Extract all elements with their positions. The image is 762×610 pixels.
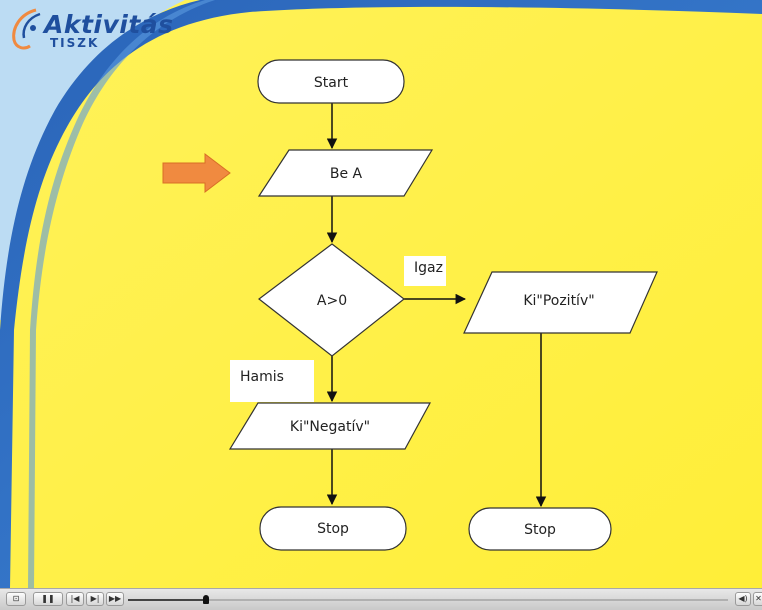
fast-forward-icon: ▶▶ — [108, 594, 122, 603]
seek-bar[interactable] — [128, 599, 728, 601]
speaker-icon: ◀) — [738, 594, 748, 603]
stop-right-text: Stop — [524, 522, 556, 538]
close-button[interactable]: ✕ — [753, 592, 762, 606]
pause-button[interactable]: ❚❚ — [33, 592, 63, 606]
output-negative — [228, 402, 432, 450]
output-positive — [463, 271, 658, 334]
fast-forward-button[interactable]: ▶▶ — [106, 592, 124, 606]
false-edge-label: Hamis — [240, 369, 284, 385]
volume-button[interactable]: ◀) — [735, 592, 751, 606]
step-forward-icon: ▶| — [90, 594, 100, 603]
start-text: Start — [314, 75, 349, 91]
close-icon: ✕ — [755, 594, 762, 603]
slide: Start Be A A>0 Ki"Pozitív" Ki"Negatív" S… — [0, 0, 762, 588]
skip-start-icon: |◀ — [70, 594, 80, 603]
output-negative-text: Ki"Negatív" — [290, 419, 370, 435]
logo-brand: Aktivitás — [44, 10, 174, 39]
exit-icon: ⊡ — [12, 594, 20, 603]
stop-left-text: Stop — [317, 521, 349, 537]
output-positive-text: Ki"Pozitív" — [523, 293, 594, 309]
seek-bar-thumb[interactable] — [203, 595, 209, 604]
next-slide-button[interactable]: ▶| — [86, 592, 104, 606]
condition-text: A>0 — [317, 293, 347, 309]
logo-swirl-icon — [12, 8, 41, 50]
condition-diamond — [258, 243, 405, 357]
stop-terminal-left — [259, 506, 407, 551]
input-text: Be A — [330, 166, 363, 182]
false-edge-label-box: Hamis — [230, 360, 314, 402]
corner-light-blue — [0, 0, 185, 320]
slide-canvas: Start Be A A>0 Ki"Pozitív" Ki"Negatív" S… — [0, 0, 762, 588]
start-terminal — [257, 59, 405, 104]
player-control-bar: ⊡ ❚❚ |◀ ▶| ▶▶ ◀) ✕ — [0, 588, 762, 610]
logo-sub: TISZK — [50, 36, 100, 50]
true-edge-label-box: Igaz — [404, 256, 446, 286]
aktivitas-logo: Aktivitás TISZK — [6, 4, 176, 54]
seek-bar-played — [128, 599, 206, 601]
true-edge-label: Igaz — [414, 260, 443, 276]
pointer-arrow — [162, 152, 231, 194]
first-slide-button[interactable]: |◀ — [66, 592, 84, 606]
input-parallelogram — [257, 149, 434, 197]
exit-button[interactable]: ⊡ — [6, 592, 26, 606]
pause-icon: ❚❚ — [41, 594, 55, 603]
stop-terminal-right — [468, 507, 612, 551]
